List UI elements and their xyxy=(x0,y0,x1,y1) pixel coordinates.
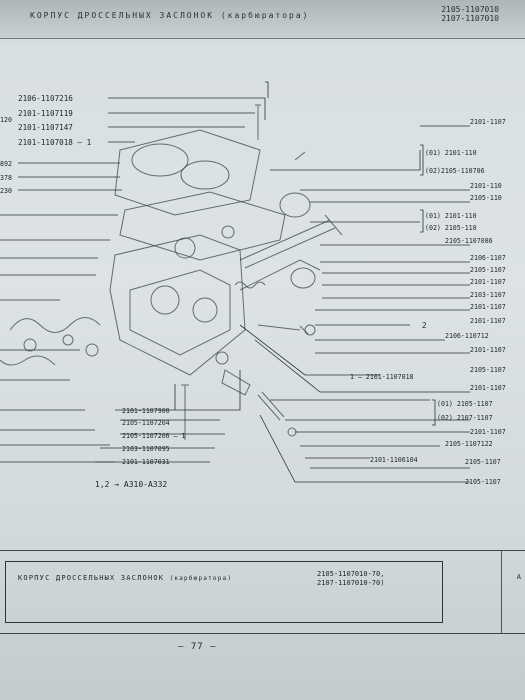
callout-label: 2101-1107 xyxy=(470,384,506,392)
callout-label: 2101-1107 xyxy=(470,118,506,126)
callout-label: 2101-1107119 xyxy=(18,109,73,118)
callout-label: 2105-110 xyxy=(470,194,502,202)
callout-label: 230 xyxy=(0,187,12,195)
leader-lines xyxy=(108,97,266,143)
callout-label: (02)2105-110706 xyxy=(425,167,485,175)
title-plate: КОРПУС ДРОССЕЛЬНЫХ ЗАСЛОНОК (карбюратора… xyxy=(0,550,525,634)
footer-code: 2105-1107010-70, xyxy=(317,570,385,578)
callout-label: 2101-1107031 xyxy=(122,458,170,466)
footer-letter: А xyxy=(516,573,521,581)
callout-label: 120 xyxy=(0,116,12,124)
right-leader-lines xyxy=(239,125,470,483)
callout-label: 2103-1107095 xyxy=(122,445,170,453)
footer-codes: 2105-1107010-70, 2107-1107010-70) xyxy=(317,570,384,588)
title-box xyxy=(5,561,443,623)
callout-label: 2101-1107 xyxy=(470,346,506,354)
header-code: 2105-1107010 xyxy=(441,5,499,14)
callout-label: 2105-1107 xyxy=(465,478,501,486)
header-code: 2107-1107010 xyxy=(441,14,499,23)
callout-label: 892 xyxy=(0,160,12,168)
footer-title: КОРПУС ДРОССЕЛЬНЫХ ЗАСЛОНОК (карбюратора… xyxy=(18,574,232,582)
brackets xyxy=(420,144,436,426)
callout-label: 2106-110712 xyxy=(445,332,489,340)
callout-label: 2105-1107122 xyxy=(445,440,493,448)
parts-drawing xyxy=(0,104,343,440)
page-number: — 77 — xyxy=(178,642,217,652)
footer-title-main: КОРПУС ДРОССЕЛЬНЫХ ЗАСЛОНОК xyxy=(18,574,165,582)
callout-label: 2105-1107 xyxy=(470,266,506,274)
bottom-leader-lines xyxy=(95,370,241,463)
footer-title-sub: (карбюратора) xyxy=(169,575,233,582)
reference-note: 1,2 → А310-А332 xyxy=(95,480,168,489)
callout-label: 2105-1107204 xyxy=(122,419,170,427)
callout-label: (02) 2107-1107 xyxy=(437,414,493,422)
callout-label: 2101-1107900 xyxy=(122,407,170,415)
callout-label: (01) 2101-110 xyxy=(425,212,477,220)
callout-label: 2101-1107018 — 1 xyxy=(18,138,92,147)
callout-label: 2105-1107086 xyxy=(445,237,493,245)
callout-label: 2105-1107 xyxy=(465,458,501,466)
callout-label: 2101-1107 xyxy=(470,278,506,286)
header-codes: 2105-1107010 2107-1107010 xyxy=(441,5,499,23)
callout-label: 2101-110 xyxy=(470,182,502,190)
callout-label: 2101-1107 xyxy=(470,303,506,311)
callout-label: 2105-1107 xyxy=(470,366,506,374)
bracket-line xyxy=(265,81,269,98)
left-leader-lines xyxy=(0,162,122,463)
callout-label: 2106-1107 xyxy=(470,254,506,262)
callout-label: 2101-1107147 xyxy=(18,123,73,132)
callout-label: (01) 2105-1107 xyxy=(437,400,493,408)
header-band: КОРПУС ДРОССЕЛЬНЫХ ЗАСЛОНОК (карбюратора… xyxy=(0,0,525,39)
callout-label: 2106-1107216 xyxy=(18,94,73,103)
callout-label: 2101-1107 xyxy=(470,428,506,436)
callout-label: 2105-1107206 — 1 xyxy=(122,432,186,440)
footer-code: 2107-1107010-70) xyxy=(317,579,385,587)
callout-label: (02) 2105-110 xyxy=(425,224,477,232)
plate-divider xyxy=(501,551,502,633)
callout-label: (01) 2101-110 xyxy=(425,149,477,157)
header-title: КОРПУС ДРОССЕЛЬНЫХ ЗАСЛОНОК (карбюратора… xyxy=(30,11,310,20)
callout-label: 2 xyxy=(422,321,427,330)
callout-label: 2103-1107 xyxy=(470,291,506,299)
callout-label: 378 xyxy=(0,174,12,182)
callout-label: 2101-1106104 xyxy=(370,456,418,464)
callout-label: 1 — 2101-1107018 xyxy=(350,373,414,381)
callout-label: 2101-1107 xyxy=(470,317,506,325)
